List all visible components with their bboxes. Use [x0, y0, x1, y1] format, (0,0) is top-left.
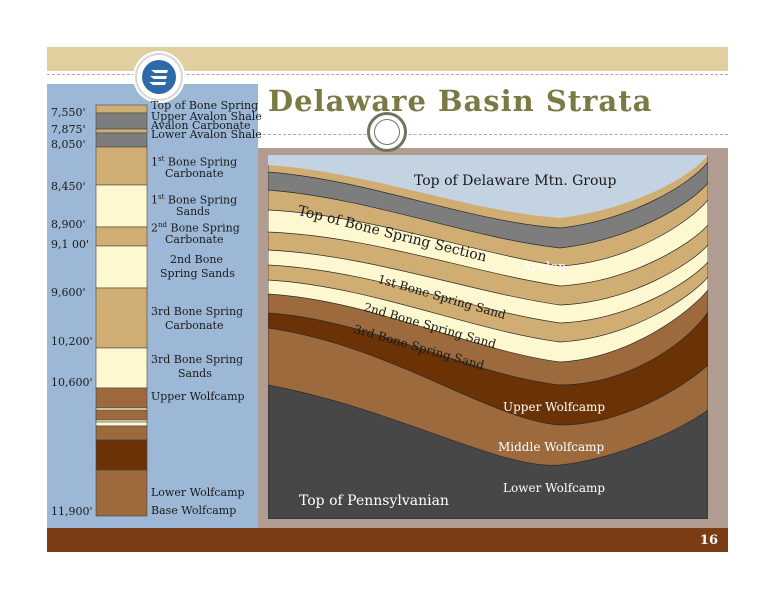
header-divider-bottom	[258, 134, 728, 135]
unit-label-1st-bs-carbonate: 1st Bone Spring	[151, 153, 237, 169]
depth-label: 7,875'	[51, 123, 86, 136]
column-2nd-bs-sands	[95, 245, 148, 289]
stratigraphic-column-panel	[47, 84, 258, 528]
bottom-band	[47, 528, 728, 552]
unit-label-upper-avalon-shale: Upper Avalon Shale	[151, 110, 262, 123]
depth-label: 10,200'	[51, 335, 93, 348]
ordinal-suffix: st	[158, 193, 165, 201]
header-divider-top	[47, 74, 728, 75]
depth-label: 8,450'	[51, 180, 86, 193]
depth-label: 10,600'	[51, 376, 93, 389]
logo-emblem	[142, 60, 176, 94]
unit-label-1st-bs-sands-line2: Sands	[176, 205, 210, 218]
unit-label-base-wolfcamp: Base Wolfcamp	[151, 504, 237, 517]
label-avalon: Avalon	[522, 260, 567, 275]
ordinal-suffix: st	[158, 155, 165, 163]
e-logo-icon	[149, 70, 168, 85]
depth-label: 9,600'	[51, 286, 86, 299]
depth-label: 9,1 00'	[51, 238, 90, 251]
ordinal-suffix: nd	[158, 221, 167, 229]
unit-label-2nd-bs-sands: 2nd Bone	[170, 253, 223, 266]
unit-label-3rd-bs-carbonate: 3rd Bone Spring	[151, 305, 244, 318]
depth-label: 8,900'	[51, 218, 86, 231]
column-1st-bs-carbonate	[95, 146, 148, 186]
depth-label: 7,550'	[51, 106, 86, 119]
unit-label-avalon-carbonate: Avalon Carbonate	[151, 119, 251, 132]
unit-label-2nd-bs-carbonate: 2nd Bone Spring	[151, 219, 240, 235]
label-upper-wolfcamp: Upper Wolfcamp	[503, 400, 606, 414]
column-wolfcamp-band-1	[95, 409, 148, 421]
unit-label-3rd-bs-carbonate-line2: Carbonate	[165, 319, 224, 332]
ordinal-number: 1	[151, 193, 158, 207]
unit-label-1st-bs-sands: 1st Bone Spring	[151, 191, 237, 207]
unit-label-lower-avalon-shale: Lower Avalon Shale	[151, 128, 262, 141]
decorative-ring	[367, 112, 407, 152]
ordinal-number: 1	[151, 155, 158, 169]
label-top-pennsylvanian: Top of Pennsylvanian	[299, 493, 449, 509]
unit-label-top-bone-spring: Top of Bone Spring	[151, 99, 259, 112]
page-number: 16	[699, 533, 718, 548]
unit-label-3rd-bs-sands: 3rd Bone Spring	[151, 353, 244, 366]
unit-label-1st-bs-carbonate-line2: Carbonate	[165, 167, 224, 180]
column-middle-wolfcamp	[95, 439, 148, 471]
unit-label-lower-wolfcamp: Lower Wolfcamp	[151, 486, 245, 499]
ordinal-number: 2	[151, 221, 158, 235]
company-logo	[135, 53, 183, 101]
column-lower-wolfcamp	[95, 469, 148, 517]
label-line-1: Bone Spring	[164, 193, 238, 207]
depth-label: 8,050'	[51, 138, 86, 151]
column-1st-bs-sands	[95, 184, 148, 228]
column-3rd-bs-sands	[95, 347, 148, 389]
label-line-1: Bone Spring	[164, 155, 238, 169]
depth-label: 11,900'	[51, 505, 93, 518]
unit-label-2nd-bs-sands-line2: Spring Sands	[160, 267, 235, 280]
layer-delaware-mtn-group	[268, 155, 708, 218]
unit-label-2nd-bs-carbonate-line2: Carbonate	[165, 233, 224, 246]
page-title: Delaware Basin Strata	[268, 84, 653, 118]
label-top-delaware: Top of Delaware Mtn. Group	[414, 173, 617, 189]
label-line-1: Bone Spring	[167, 221, 240, 235]
label-middle-wolfcamp: Middle Wolfcamp	[498, 440, 605, 454]
unit-label-upper-wolfcamp: Upper Wolfcamp	[151, 390, 245, 403]
label-lower-wolfcamp: Lower Wolfcamp	[503, 481, 606, 495]
unit-label-3rd-bs-sands-line2: Sands	[178, 367, 212, 380]
